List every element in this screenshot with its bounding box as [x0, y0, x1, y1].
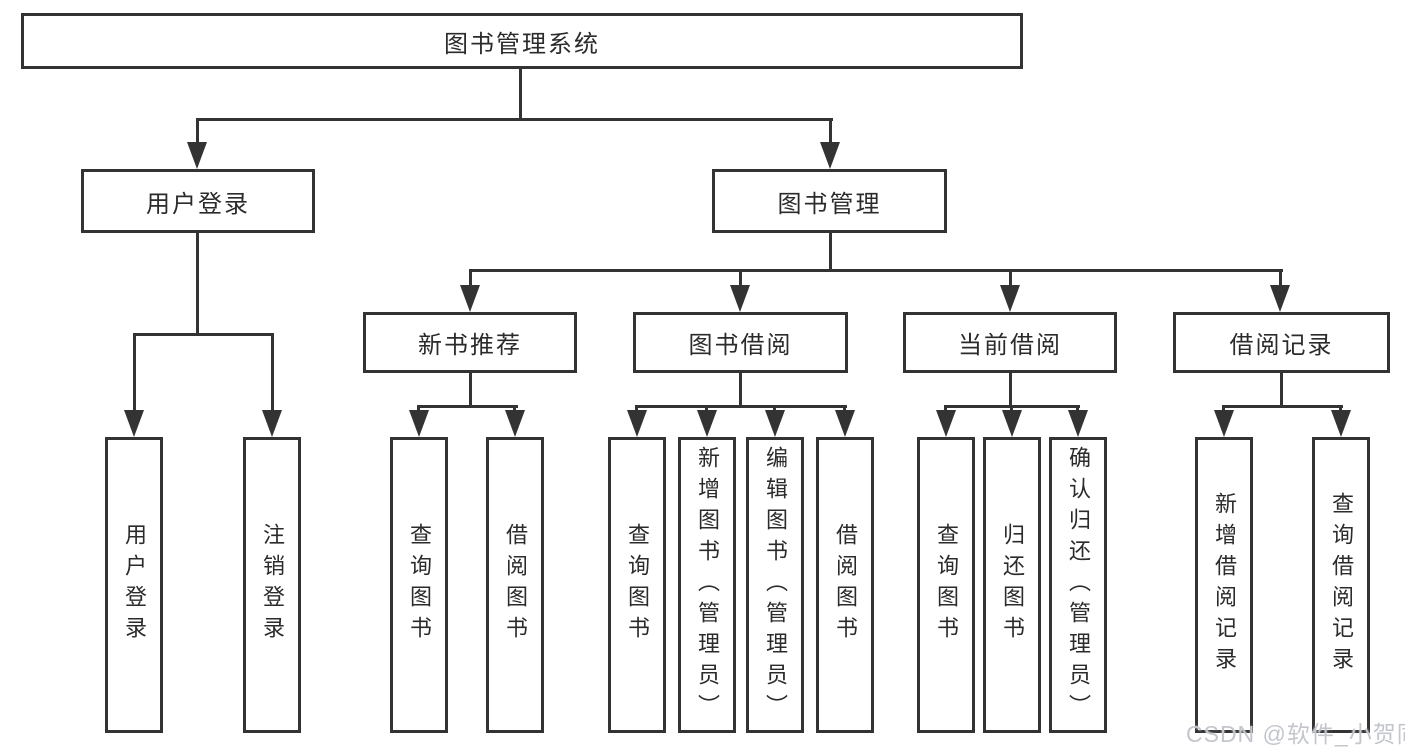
node-book-borrow: 图书借阅	[633, 312, 848, 373]
arrowhead-leaf	[1214, 410, 1234, 437]
connector-arm	[1010, 405, 1013, 413]
arrowhead-new-book	[460, 285, 480, 312]
connector-book-borrow-rail	[636, 405, 847, 408]
arrowhead-leaf-logout	[262, 410, 282, 437]
arrowhead-book-management	[820, 142, 840, 169]
connector-arm	[635, 405, 638, 413]
node-new-book-recommend: 新书推荐	[363, 312, 577, 373]
connector-arm	[513, 405, 516, 413]
arrowhead-borrow-record	[1270, 285, 1290, 312]
watermark: CSDN @软件_小贺同学	[1186, 721, 1405, 747]
node-borrow-record: 借阅记录	[1173, 312, 1390, 373]
connector-arm	[705, 405, 708, 413]
leaf-confirm-return-admin: 确认归还（管理员）	[1049, 437, 1107, 733]
node-user-login: 用户登录	[81, 169, 315, 233]
arrowhead-leaf	[505, 410, 525, 437]
node-book-management: 图书管理	[712, 169, 947, 233]
arrowhead-leaf	[936, 410, 956, 437]
connector-arm	[1222, 405, 1225, 413]
arrowhead-leaf	[1068, 410, 1088, 437]
leaf-query-books-2: 查询图书	[608, 437, 666, 733]
connector-new-book-rail	[418, 405, 518, 408]
leaf-add-books-admin: 新增图书（管理员）	[678, 437, 736, 733]
leaf-logout: 注销登录	[243, 437, 301, 733]
connector-current-borrow-stem	[1009, 370, 1012, 408]
arrowhead-leaf	[835, 410, 855, 437]
arrowhead-leaf	[697, 410, 717, 437]
connector-arm-leaf-logout	[271, 333, 274, 412]
leaf-query-borrow-record: 查询借阅记录	[1312, 437, 1370, 733]
connector-book-management-stem	[829, 230, 832, 272]
arrowhead-leaf	[1331, 410, 1351, 437]
connector-arm-user-login	[196, 118, 199, 144]
node-current-borrow: 当前借阅	[903, 312, 1117, 373]
connector-arm-borrow-record	[1279, 269, 1282, 287]
leaf-user-login: 用户登录	[105, 437, 163, 733]
leaf-borrow-books-2: 借阅图书	[816, 437, 874, 733]
leaf-borrow-books-1: 借阅图书	[486, 437, 544, 733]
connector-borrow-record-rail	[1223, 405, 1343, 408]
connector-root-stem	[519, 66, 522, 120]
leaf-query-books-3: 查询图书	[917, 437, 975, 733]
connector-book-borrow-stem	[739, 370, 742, 408]
connector-user-login-stem	[196, 230, 199, 336]
arrowhead-current-borrow	[1000, 285, 1020, 312]
connector-level2-rail	[469, 269, 1283, 272]
connector-arm	[944, 405, 947, 413]
connector-borrow-record-stem	[1280, 370, 1283, 408]
arrowhead-user-login	[187, 142, 207, 169]
connector-arm-current-borrow	[1009, 269, 1012, 287]
leaf-query-books-1: 查询图书	[390, 437, 448, 733]
connector-level1-rail	[196, 118, 833, 121]
connector-arm	[417, 405, 420, 413]
arrowhead-book-borrow	[730, 285, 750, 312]
arrowhead-leaf	[1002, 410, 1022, 437]
connector-arm-leaf-login	[133, 333, 136, 412]
connector-arm-book-borrow	[739, 269, 742, 287]
arrowhead-leaf-login	[124, 410, 144, 437]
leaf-return-books: 归还图书	[983, 437, 1041, 733]
connector-arm	[843, 405, 846, 413]
leaf-edit-books-admin: 编辑图书（管理员）	[746, 437, 804, 733]
connector-new-book-stem	[469, 370, 472, 408]
arrowhead-leaf	[627, 410, 647, 437]
node-root: 图书管理系统	[21, 13, 1023, 69]
arrowhead-leaf	[409, 410, 429, 437]
connector-user-login-rail	[133, 333, 274, 336]
connector-arm-book-management	[829, 118, 832, 144]
arrowhead-leaf	[765, 410, 785, 437]
connector-arm	[1076, 405, 1079, 413]
leaf-add-borrow-record: 新增借阅记录	[1195, 437, 1253, 733]
connector-arm-new-book	[469, 269, 472, 287]
connector-arm	[773, 405, 776, 413]
connector-arm	[1339, 405, 1342, 413]
